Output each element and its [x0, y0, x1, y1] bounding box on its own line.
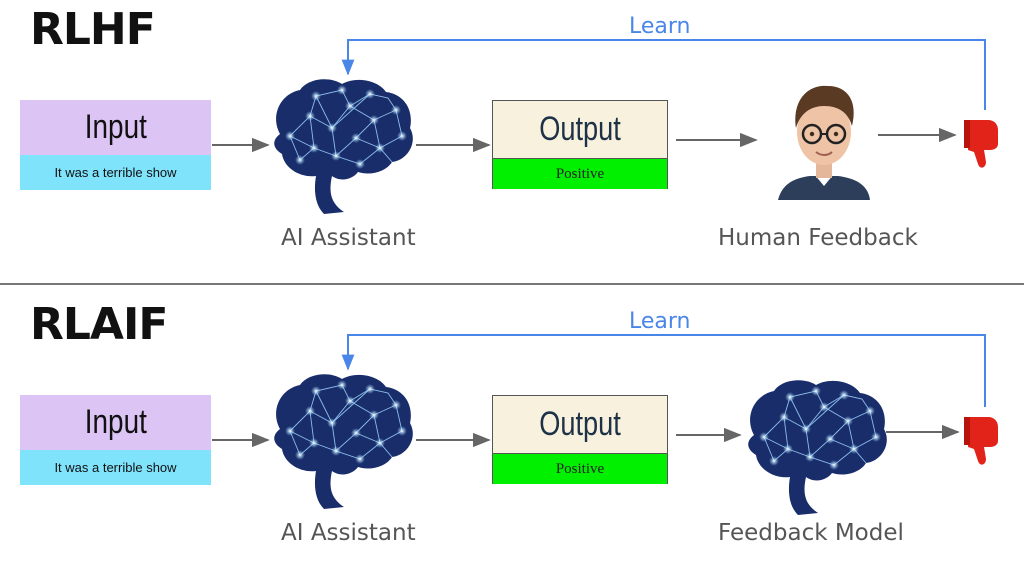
output-box: Output Positive	[492, 395, 668, 484]
human-face-icon	[778, 85, 870, 200]
output-box: Output Positive	[492, 100, 668, 189]
feedback-caption: Human Feedback	[718, 225, 918, 251]
output-text: Positive	[493, 453, 667, 484]
input-text: It was a terrible show	[20, 155, 211, 190]
input-title: Input	[20, 100, 211, 155]
ai-assistant-caption: AI Assistant	[281, 520, 416, 546]
thumbs-down-icon	[964, 120, 998, 168]
ai-assistant-brain-icon	[273, 373, 414, 510]
rlaif-section: RLAIF Learn Input It was a terrible show…	[0, 295, 1024, 580]
learn-feedback-arrow	[341, 39, 986, 110]
output-title: Output	[493, 396, 667, 453]
rlhf-section: RLHF Learn Input It was a terr	[0, 0, 1024, 285]
thumbs-down-icon	[964, 417, 998, 465]
input-title: Input	[20, 395, 211, 450]
feedback-caption: Feedback Model	[718, 520, 904, 546]
input-box: Input It was a terrible show	[20, 100, 211, 190]
learn-feedback-arrow	[341, 334, 986, 407]
output-title: Output	[493, 101, 667, 158]
flow-arrows	[212, 39, 998, 215]
input-text: It was a terrible show	[20, 450, 211, 485]
ai-assistant-brain-icon	[273, 78, 414, 215]
section-title: RLAIF	[30, 299, 168, 350]
learn-label: Learn	[629, 309, 691, 334]
flow-arrows	[212, 334, 998, 516]
feedback-model-brain-icon	[747, 379, 888, 516]
section-divider	[0, 283, 1024, 285]
learn-label: Learn	[629, 14, 691, 39]
section-title: RLHF	[30, 4, 156, 55]
ai-assistant-caption: AI Assistant	[281, 225, 416, 251]
output-text: Positive	[493, 158, 667, 189]
input-box: Input It was a terrible show	[20, 395, 211, 485]
